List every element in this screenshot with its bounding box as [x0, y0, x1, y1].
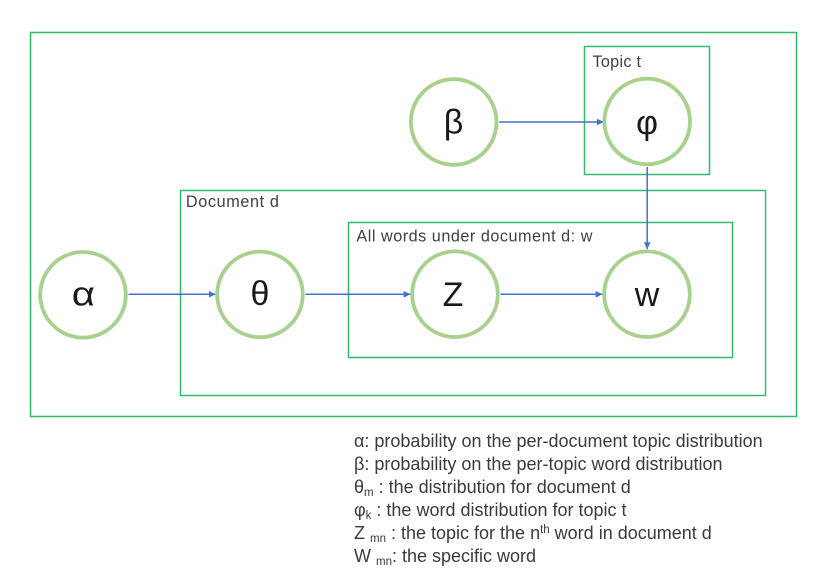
- svg-text:φ: φ: [636, 104, 658, 142]
- svg-text:Document d: Document d: [186, 193, 279, 211]
- svg-text:w: w: [634, 276, 660, 314]
- svg-text:Topic t: Topic t: [593, 53, 642, 71]
- svg-text:β: β: [444, 104, 464, 142]
- svg-text:θ: θ: [251, 275, 270, 313]
- svg-text:All words under document d: w: All words under document d: w: [356, 227, 592, 245]
- svg-text:Z: Z: [443, 276, 464, 314]
- svg-text:α: α: [72, 274, 95, 312]
